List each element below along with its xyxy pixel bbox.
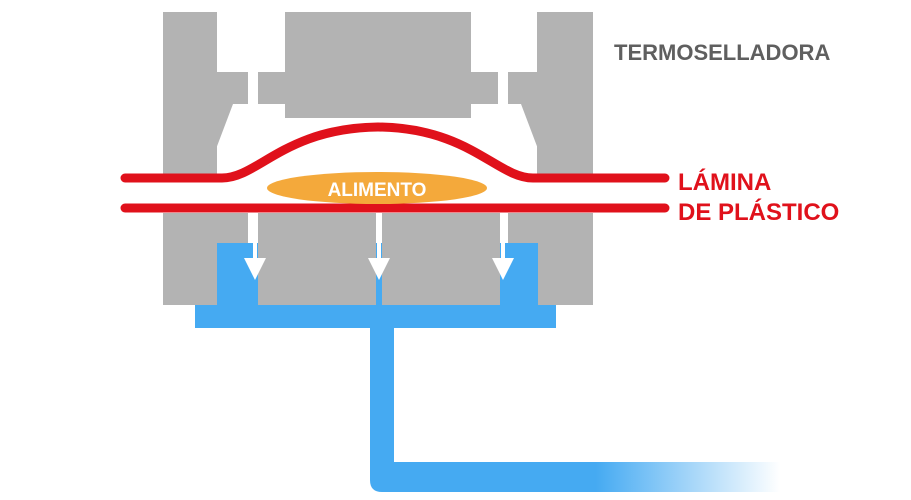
upper-mold-right [508,12,593,178]
lower-mold-right [508,213,593,305]
top-plastic-sheet [120,122,670,183]
food-item: ALIMENTO [267,172,487,204]
food-label: ALIMENTO [328,180,427,201]
upper-mold-left [163,12,248,178]
sheet-label-line1: LÁMINA [678,168,771,196]
upper-mold-center [258,12,498,118]
lower-mold [163,213,593,305]
down-arrow-icon [492,216,514,280]
upper-mold [163,12,593,178]
plastic-sheets [120,122,670,213]
vacuum-arrows [244,216,514,280]
vacuum-pipe [370,320,780,492]
food-ellipse [267,172,487,204]
upper-mold-cavity-wall-left [205,104,233,178]
machine-label: TERMOSELLADORA [614,40,830,65]
down-arrow-icon [368,216,390,280]
sheet-label-line2: DE PLÁSTICO [678,198,839,226]
lower-mold-left [163,213,248,305]
down-arrow-icon [244,216,266,280]
upper-mold-cavity-wall-right [521,104,549,178]
